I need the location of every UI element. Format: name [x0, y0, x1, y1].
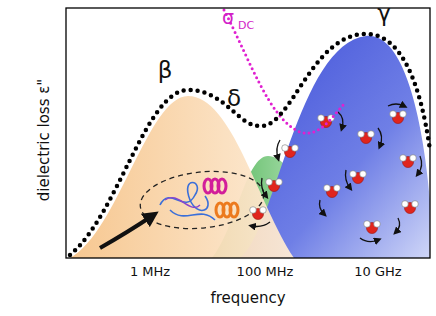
beta-label: β — [158, 59, 173, 82]
dc-subscript: DC — [238, 20, 254, 31]
gamma-label: γ — [377, 2, 391, 25]
y-axis-title: dielectric loss ε" — [37, 79, 52, 202]
water-molecules — [250, 111, 419, 234]
sigma-label: σ — [222, 8, 234, 27]
plot-frame — [66, 8, 430, 258]
delta-label: δ — [227, 87, 241, 110]
beta-peak — [70, 96, 294, 258]
total-loss-envelope — [70, 34, 430, 255]
tick-label: 10 GHz — [354, 265, 401, 278]
protein-illustration — [100, 166, 267, 248]
tick-label: 1 MHz — [130, 265, 170, 278]
sigma-dc-curve — [224, 10, 344, 133]
x-axis-title: frequency — [210, 291, 285, 306]
tick-label: 100 MHz — [237, 265, 294, 278]
rotation-arrows — [252, 104, 422, 242]
